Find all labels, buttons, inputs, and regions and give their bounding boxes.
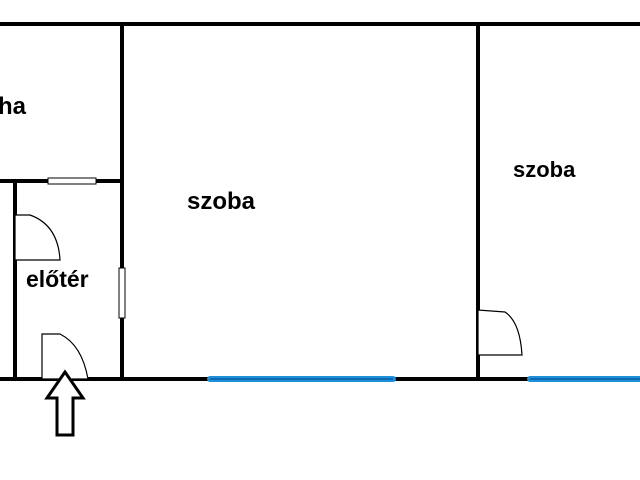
room-label-kitchen: ha [0, 93, 27, 120]
walls [0, 22, 640, 381]
door-swing-icon [14, 214, 61, 261]
kitchen-doorway [47, 177, 97, 185]
room-label-center: szoba [187, 188, 256, 215]
room-label-hall: előtér [26, 266, 89, 292]
hall-room-opening [118, 267, 126, 319]
openings [47, 177, 126, 319]
door-swing-icon [41, 333, 89, 380]
up-arrow-icon [44, 369, 86, 437]
doors [14, 214, 523, 380]
room-label-right: szoba [513, 157, 576, 182]
door-swing-icon [477, 309, 523, 356]
